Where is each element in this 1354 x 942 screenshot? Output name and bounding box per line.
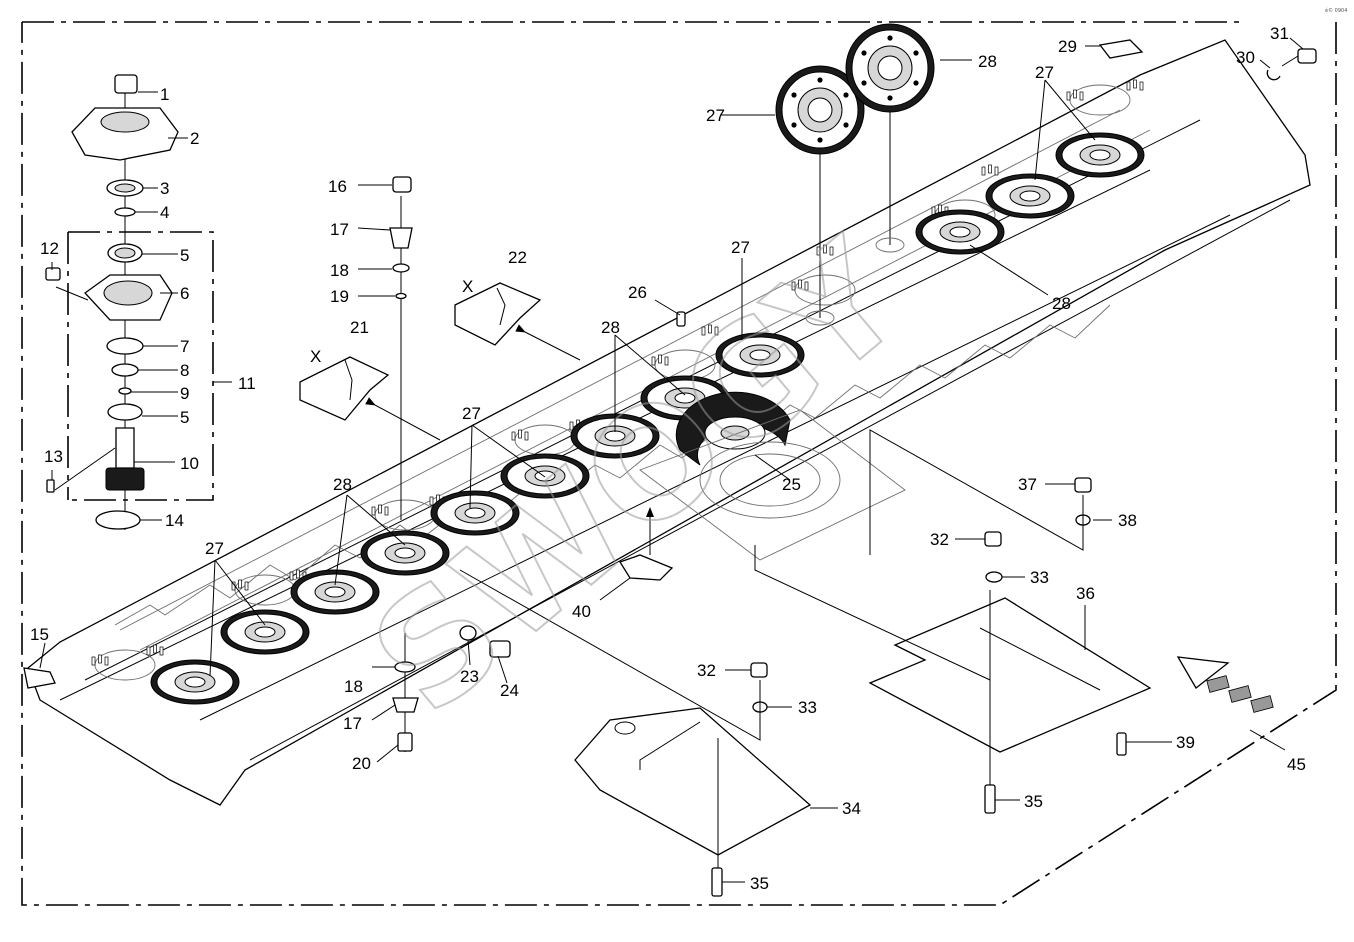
bolt-31 [1281,48,1317,67]
label-32-right: 32 [930,530,949,549]
skid-plate-34 [574,707,812,868]
label-3: 3 [160,179,169,198]
label-9: 9 [180,384,189,403]
label-33-left: 33 [798,698,817,717]
label-24: 24 [500,681,519,700]
corner-mark: é© 0904 [1325,7,1347,14]
label-11: 11 [238,374,256,393]
part-labels: 1 2 3 4 5 6 7 8 9 5 10 11 12 13 14 15 16… [30,24,1306,893]
label-17: 17 [330,220,349,239]
label-1: 1 [160,85,169,104]
end-cap-29 [1098,39,1144,59]
label-20: 20 [352,754,371,773]
label-28-mid: 28 [601,318,620,337]
cutter-blades-row [114,304,1111,626]
label-12: 12 [40,239,59,258]
label-5: 5 [180,246,189,265]
label-6: 6 [180,284,189,303]
label-39: 39 [1176,733,1195,752]
clip-30 [1266,69,1281,81]
label-5b: 5 [180,408,189,427]
end-cap-15 [23,667,56,689]
label-17b: 17 [343,714,362,733]
guard-21 [299,356,441,441]
pin-26 [676,311,686,327]
label-15: 15 [30,625,49,644]
label-35-right: 35 [1024,792,1043,811]
label-7: 7 [180,337,189,356]
label-19: 19 [330,287,349,306]
bolt-stack-16-19 [389,176,413,520]
label-21: 21 [350,318,369,337]
label-40: 40 [572,602,591,621]
label-25: 25 [782,475,801,494]
label-36: 36 [1076,584,1095,603]
label-18: 18 [330,261,349,280]
label-18b: 18 [344,677,363,696]
label-27-right: 27 [1035,63,1054,82]
label-38: 38 [1118,511,1137,530]
label-13: 13 [44,447,63,466]
section-mark-x-22: X [462,277,473,296]
gearbox-housing [639,409,906,561]
label-28-right: 28 [1052,294,1071,313]
label-28-left: 28 [333,475,352,494]
gear-28-exploded [845,23,935,113]
label-4: 4 [160,203,169,222]
knife-40 [619,507,674,581]
label-27-center: 27 [462,404,481,423]
hub-assembly-stack [45,74,179,530]
bolt-24 [489,640,511,658]
label-34: 34 [842,799,861,818]
label-27-mid: 27 [731,238,750,257]
label-33-right: 33 [1030,568,1049,587]
label-10: 10 [180,454,199,473]
section-mark-x-21: X [310,347,321,366]
label-29: 29 [1058,37,1077,56]
label-30: 30 [1236,48,1255,67]
bracket-11 [67,231,214,501]
guard-22 [454,282,581,361]
leader-lines [39,37,1304,883]
label-32-left: 32 [697,661,716,680]
label-45: 45 [1287,755,1306,774]
label-14: 14 [165,511,184,530]
label-2: 2 [190,129,199,148]
label-28-top: 28 [978,52,997,71]
label-27-top: 27 [706,106,725,125]
bolt-stack-17-20 [392,633,419,752]
gear-25 [675,391,791,466]
label-26: 26 [628,283,647,302]
label-23: 23 [460,667,479,686]
label-8: 8 [180,361,189,380]
label-35-left: 35 [750,874,769,893]
label-16: 16 [328,177,347,196]
skid-plate-36 [868,590,1152,795]
label-37: 37 [1018,475,1037,494]
label-27-left: 27 [205,539,224,558]
travel-direction-arrow-45 [1176,656,1274,713]
label-31: 31 [1270,24,1289,43]
label-22: 22 [508,248,527,267]
